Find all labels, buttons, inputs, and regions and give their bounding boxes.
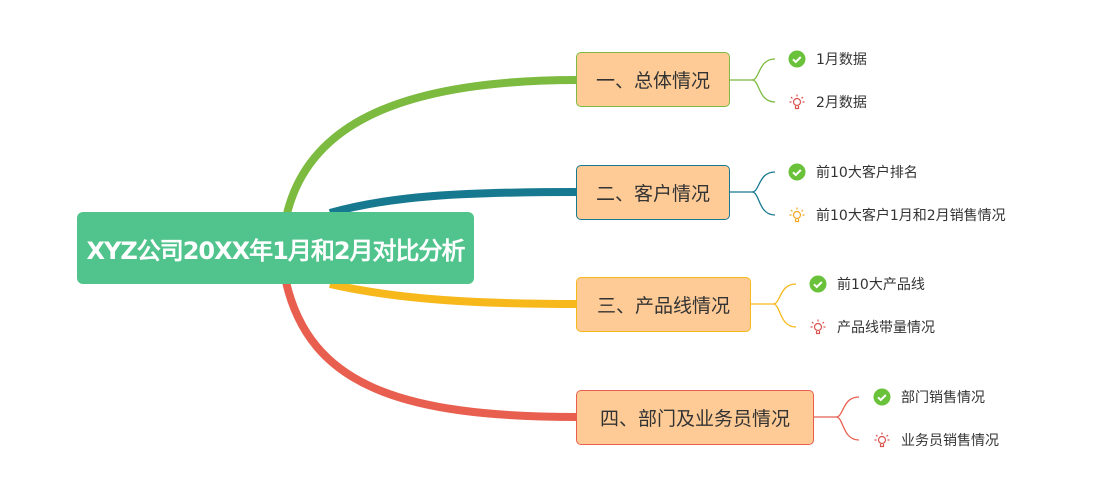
leaf-label: 前10大客户排名 xyxy=(816,165,918,181)
check-icon xyxy=(873,388,891,406)
leaf-label: 前10大产品线 xyxy=(837,277,925,293)
leaf-label: 2月数据 xyxy=(816,95,867,111)
branch-customers[interactable]: 二、客户情况 xyxy=(576,165,730,220)
branch-label: 三、产品线情况 xyxy=(596,295,730,317)
leaf-item[interactable]: 前10大客户排名 xyxy=(788,162,918,182)
branch-label: 二、客户情况 xyxy=(595,183,710,205)
leaf-label: 产品线带量情况 xyxy=(837,320,935,336)
leaf-label: 前10大客户1月和2月销售情况 xyxy=(816,208,1006,224)
leaf-item[interactable]: 2月数据 xyxy=(788,92,867,112)
lightbulb-icon xyxy=(873,431,891,449)
leaf-item[interactable]: 部门销售情况 xyxy=(873,387,985,407)
branch-departments[interactable]: 四、部门及业务员情况 xyxy=(576,390,814,445)
branch-label: 四、部门及业务员情况 xyxy=(599,408,790,430)
leaf-item[interactable]: 前10大客户1月和2月销售情况 xyxy=(788,205,1006,225)
root-topic[interactable]: XYZ公司20XX年1月和2月对比分析 xyxy=(77,212,474,284)
branch-product-lines[interactable]: 三、产品线情况 xyxy=(576,277,751,332)
lightbulb-icon xyxy=(809,318,827,336)
check-icon xyxy=(809,275,827,293)
branch-overall[interactable]: 一、总体情况 xyxy=(576,52,730,107)
leaf-label: 业务员销售情况 xyxy=(901,433,999,449)
lightbulb-icon xyxy=(788,206,806,224)
leaf-item[interactable]: 前10大产品线 xyxy=(809,274,925,294)
leaf-item[interactable]: 业务员销售情况 xyxy=(873,430,999,450)
lightbulb-icon xyxy=(788,93,806,111)
leaf-item[interactable]: 1月数据 xyxy=(788,49,867,69)
root-topic-label: XYZ公司20XX年1月和2月对比分析 xyxy=(86,236,465,265)
leaf-item[interactable]: 产品线带量情况 xyxy=(809,317,935,337)
check-icon xyxy=(788,163,806,181)
branch-label: 一、总体情况 xyxy=(595,70,710,92)
leaf-label: 部门销售情况 xyxy=(901,390,985,406)
check-icon xyxy=(788,50,806,68)
leaf-label: 1月数据 xyxy=(816,52,867,68)
